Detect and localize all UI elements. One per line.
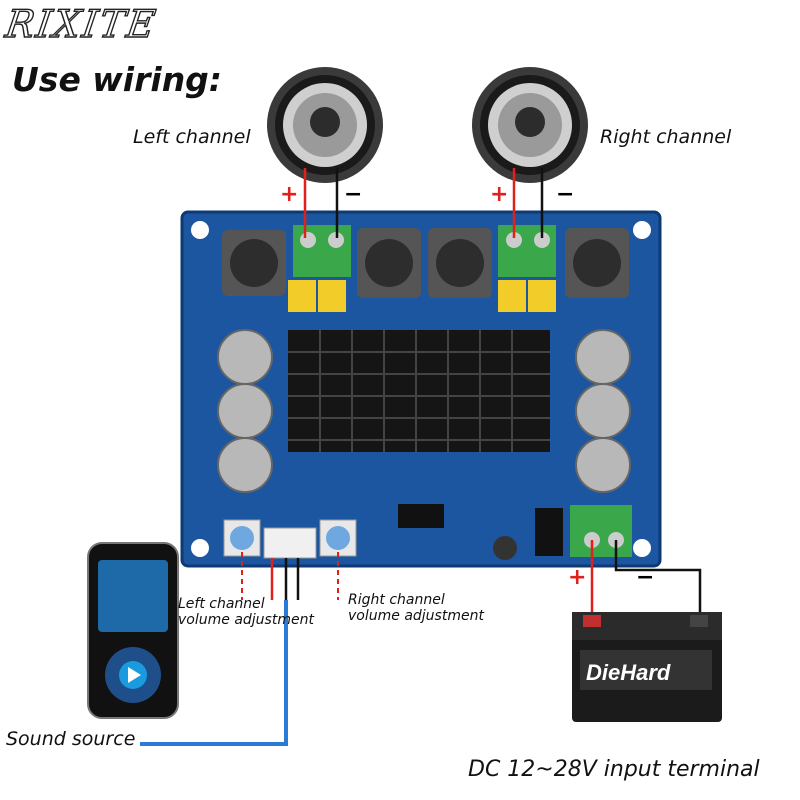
left-volume-label-line2: volume adjustment <box>178 612 314 628</box>
right-volume-label-line1: Right channel <box>348 592 445 608</box>
battery <box>572 612 722 722</box>
power-minus-sign: − <box>636 565 655 590</box>
amplifier-board <box>180 210 662 568</box>
page-title: Use wiring: <box>12 60 223 99</box>
left-speaker <box>267 67 383 183</box>
right-plus-sign: + <box>490 182 509 207</box>
phone-sound-source <box>87 542 179 719</box>
left-volume-label-line1: Left channel <box>178 596 265 612</box>
left-channel-label: Left channel <box>133 126 251 148</box>
left-plus-sign: + <box>280 182 299 207</box>
dc-input-label: DC 12~28V input terminal <box>468 757 760 782</box>
right-speaker <box>472 67 588 183</box>
right-minus-sign: − <box>556 182 575 207</box>
right-volume-label-line2: volume adjustment <box>348 608 484 624</box>
right-channel-label: Right channel <box>600 126 732 148</box>
sound-source-label: Sound source <box>6 728 136 750</box>
battery-brand: DieHard <box>586 660 671 685</box>
power-plus-sign: + <box>568 565 587 590</box>
left-minus-sign: − <box>344 182 363 207</box>
